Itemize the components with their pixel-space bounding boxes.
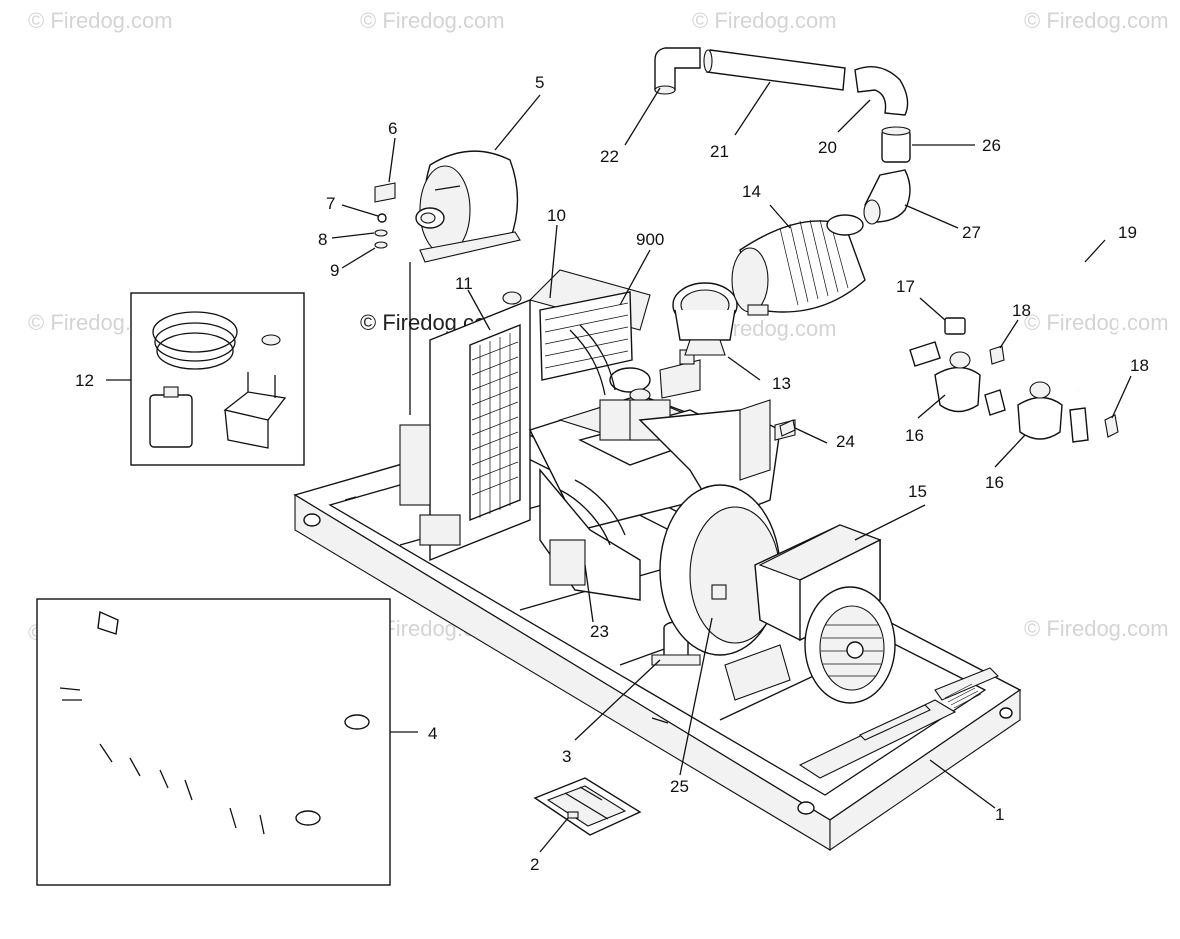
watermark: © Firedog.com bbox=[1024, 8, 1169, 33]
alternator bbox=[659, 484, 896, 704]
decal-tags bbox=[779, 419, 796, 437]
engine-mount bbox=[651, 621, 701, 666]
callout-3: 3 bbox=[562, 747, 571, 766]
watermark: © Firedog.com bbox=[360, 8, 505, 33]
callout-14: 14 bbox=[742, 182, 761, 201]
callout-8: 8 bbox=[318, 230, 327, 249]
callout-20: 20 bbox=[818, 138, 837, 157]
callout-19: 19 bbox=[1118, 223, 1137, 242]
callout-27: 27 bbox=[962, 223, 981, 242]
callout-2: 2 bbox=[530, 855, 539, 874]
callout-12: 12 bbox=[75, 371, 94, 390]
callout-4: 4 bbox=[428, 724, 437, 743]
battery-tray bbox=[533, 777, 642, 836]
callout-1: 1 bbox=[995, 805, 1004, 824]
watermark: © Firedog.com bbox=[28, 8, 173, 33]
callout-11: 11 bbox=[455, 274, 473, 293]
callout-18: 18 bbox=[1012, 301, 1031, 320]
coolant-recovery-kit-inset bbox=[106, 292, 305, 466]
muffler bbox=[374, 150, 521, 415]
callout-26: 26 bbox=[982, 136, 1001, 155]
watermark: © Firedog.com bbox=[1024, 616, 1169, 641]
callout-22: 22 bbox=[600, 147, 619, 166]
callout-5: 5 bbox=[535, 73, 544, 92]
air-cleaner bbox=[731, 214, 866, 316]
callout-17: 17 bbox=[896, 277, 915, 296]
callout-7: 7 bbox=[326, 194, 335, 213]
air-cleaner-bracket bbox=[672, 282, 738, 356]
callout-16: 16 bbox=[905, 426, 924, 445]
intake-hoses bbox=[654, 47, 911, 225]
callout-16: 16 bbox=[985, 473, 1004, 492]
callout-labels: 5 6 7 8 9 10 11 12 900 14 22 21 20 26 27… bbox=[75, 73, 1149, 874]
watermark: © Firedog.com bbox=[1024, 310, 1169, 335]
callout-13: 13 bbox=[772, 374, 791, 393]
radiator bbox=[399, 269, 651, 562]
callout-9: 9 bbox=[330, 261, 339, 280]
callout-25: 25 bbox=[670, 777, 689, 796]
fuel-components bbox=[909, 260, 1122, 443]
callout-10: 10 bbox=[547, 206, 566, 225]
callout-24: 24 bbox=[836, 432, 855, 451]
callout-900: 900 bbox=[636, 230, 664, 249]
callout-21: 21 bbox=[710, 142, 729, 161]
exhaust-pipe-inset bbox=[36, 598, 418, 886]
callout-23: 23 bbox=[590, 622, 609, 641]
callout-15: 15 bbox=[908, 482, 927, 501]
leader-lines bbox=[331, 81, 1132, 853]
watermark: © Firedog.com bbox=[692, 8, 837, 33]
callout-6: 6 bbox=[388, 119, 397, 138]
callout-18: 18 bbox=[1130, 356, 1149, 375]
